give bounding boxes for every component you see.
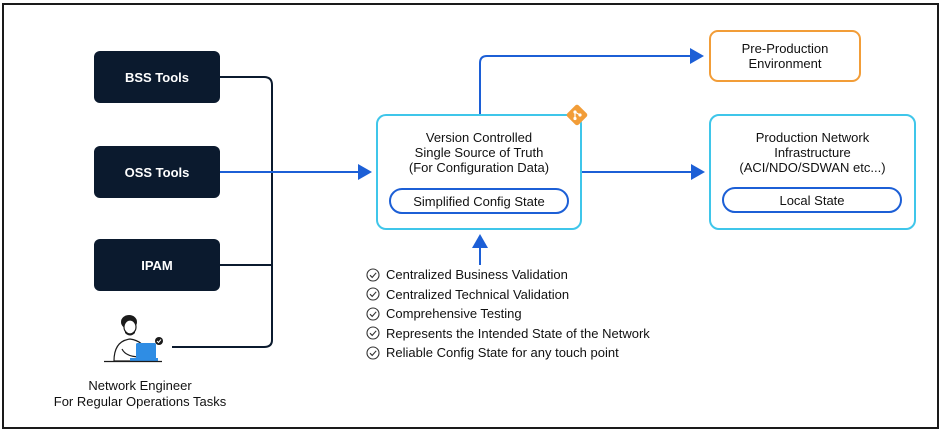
checklist-item: Reliable Config State for any touch poin… xyxy=(366,343,650,363)
check-circle-icon xyxy=(366,326,380,340)
check-circle-icon xyxy=(366,287,380,301)
person-laptop-icon xyxy=(104,315,163,363)
local-state-label: Local State xyxy=(779,192,845,208)
sot-line3: (For Configuration Data) xyxy=(408,160,550,175)
oss-tools-label: OSS Tools xyxy=(124,164,190,180)
simplified-config-state-label: Simplified Config State xyxy=(413,193,545,209)
local-state-pill: Local State xyxy=(722,187,902,213)
checklist-item: Comprehensive Testing xyxy=(366,304,650,324)
prod-line2: Infrastructure xyxy=(774,145,851,160)
checklist-item-text: Centralized Business Validation xyxy=(386,267,568,283)
check-circle-icon xyxy=(366,307,380,321)
checklist-item: Centralized Business Validation xyxy=(366,265,650,285)
checklist-item: Represents the Intended State of the Net… xyxy=(366,324,650,344)
engineer-subtitle: For Regular Operations Tasks xyxy=(53,394,227,409)
validation-checklist: Centralized Business Validation Centrali… xyxy=(366,265,650,363)
preprod-line2: Environment xyxy=(748,56,822,71)
engineer-caption: Network Engineer For Regular Operations … xyxy=(40,378,240,410)
bss-tools-label: BSS Tools xyxy=(124,69,190,85)
simplified-config-state-pill: Simplified Config State xyxy=(389,188,569,214)
preprod-environment-box: Pre-Production Environment xyxy=(709,30,861,82)
sot-line1: Version Controlled xyxy=(425,130,533,145)
ipam-box: IPAM xyxy=(94,239,220,291)
ipam-label: IPAM xyxy=(141,257,173,273)
check-circle-icon xyxy=(366,268,380,282)
check-circle-icon xyxy=(366,346,380,360)
bss-tools-box: BSS Tools xyxy=(94,51,220,103)
checklist-item-text: Represents the Intended State of the Net… xyxy=(386,325,650,341)
preprod-line1: Pre-Production xyxy=(741,41,829,56)
checklist-item-text: Reliable Config State for any touch poin… xyxy=(386,345,619,361)
checklist-item-text: Comprehensive Testing xyxy=(386,306,522,322)
oss-tools-box: OSS Tools xyxy=(94,146,220,198)
bss-connector xyxy=(172,76,273,348)
checklist-item: Centralized Technical Validation xyxy=(366,285,650,305)
sot-to-preprod-arrow xyxy=(479,48,704,114)
prod-line3: (ACI/NDO/SDWAN etc...) xyxy=(739,160,886,175)
git-icon xyxy=(566,104,588,126)
engineer-title: Network Engineer xyxy=(88,378,192,393)
sot-line2: Single Source of Truth xyxy=(414,145,544,160)
checklist-item-text: Centralized Technical Validation xyxy=(386,286,570,302)
prod-line1: Production Network xyxy=(755,130,870,145)
